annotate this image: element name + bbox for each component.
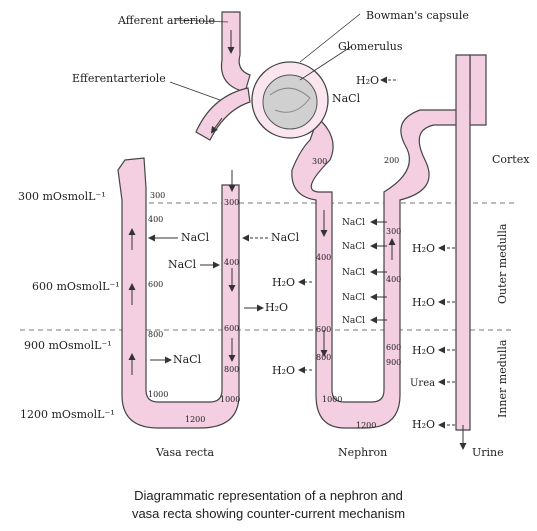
vasa-value: 400 (224, 258, 239, 267)
nephron-label: Nephron (338, 446, 387, 459)
nephron-value: 300 (312, 157, 327, 166)
vasa-value: 600 (148, 280, 163, 289)
h2o-label: H₂O (412, 242, 435, 255)
vasa-value: 300 (224, 198, 239, 207)
vasa-value: 300 (150, 191, 165, 200)
nephron-value: 400 (316, 253, 331, 262)
nephron-value: 600 (316, 325, 331, 334)
efferent-arteriole (195, 87, 251, 141)
efferent-arteriole-label: Efferentarteriole (72, 72, 166, 85)
nephron-value: 600 (386, 343, 401, 352)
nephron-value: 400 (386, 275, 401, 284)
nephron-value: 1000 (322, 395, 342, 404)
glomerulus-label: Glomerulus (338, 40, 403, 53)
nacl-label: NaCl (181, 231, 210, 244)
inner-medulla-label: Inner medulla (496, 339, 509, 418)
vasa-value: 1200 (185, 415, 205, 424)
nacl-label: NaCl (342, 293, 365, 303)
vasa-value: 600 (224, 324, 239, 333)
nephron-value: 1200 (356, 421, 376, 430)
vasa-value: 800 (148, 330, 163, 339)
nacl-label: NaCl (342, 316, 365, 326)
vasa-value: 1000 (148, 390, 168, 399)
nacl-label: NaCl (342, 218, 365, 228)
nacl-label: NaCl (173, 353, 202, 366)
afferent-arteriole-label: Afferent arteriole (117, 14, 215, 27)
vasa-value: 400 (148, 215, 163, 224)
h2o-label: H₂O (412, 296, 435, 309)
osmolarity-900: 900 mOsmolL⁻¹ (24, 339, 112, 352)
nacl-label: NaCl (271, 231, 300, 244)
caption-line-2: vasa recta showing counter-current mecha… (131, 506, 406, 521)
collecting-duct (455, 54, 471, 431)
cortex-label: Cortex (492, 153, 530, 166)
nephron-value: 900 (386, 358, 401, 367)
osmolarity-1200: 1200 mOsmolL⁻¹ (20, 408, 115, 421)
nacl-label: NaCl (168, 258, 197, 271)
nacl-label: NaCl (342, 242, 365, 252)
osmolarity-600: 600 mOsmolL⁻¹ (32, 280, 120, 293)
nephron-value: 300 (386, 227, 401, 236)
urea-label: Urea (410, 378, 435, 389)
vasa-recta-loop (117, 157, 240, 429)
vasa-value: 800 (224, 365, 239, 374)
outer-medulla-label: Outer medulla (496, 223, 509, 304)
nacl-label: NaCl (332, 92, 361, 105)
h2o-label: H₂O (272, 276, 295, 289)
bowmans-capsule-label: Bowman's capsule (366, 9, 469, 22)
h2o-label: H₂O (272, 364, 295, 377)
nacl-label: NaCl (342, 268, 365, 278)
nephron-value: 200 (384, 156, 399, 165)
vasa-recta-label: Vasa recta (155, 446, 215, 459)
nephron-value: 800 (316, 353, 331, 362)
glomerulus-shape (262, 74, 318, 130)
osmolarity-300: 300 mOsmolL⁻¹ (18, 190, 106, 203)
h2o-label: H₂O (265, 301, 288, 314)
vasa-value: 1000 (220, 395, 240, 404)
afferent-arteriole (220, 11, 251, 93)
urine-label: Urine (472, 446, 504, 459)
h2o-label: H₂O (412, 344, 435, 357)
h2o-label: H₂O (412, 418, 435, 431)
h2o-label: H₂O (356, 74, 379, 87)
caption-line-1: Diagrammatic representation of a nephron… (134, 488, 403, 503)
